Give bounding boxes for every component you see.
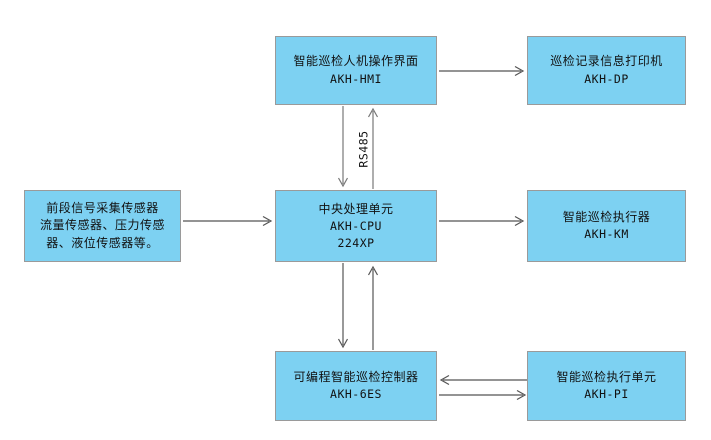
node-cpu[interactable]: 中央处理单元 AKH-CPU 224XP — [275, 190, 437, 262]
connector-cpu-to-km — [437, 212, 529, 230]
node-cpu-title: 中央处理单元 — [318, 201, 394, 216]
connector-6es-to-cpu-up — [364, 262, 382, 352]
connector-pi-to-6es — [437, 372, 529, 388]
node-printer[interactable]: 巡检记录信息打印机 AKH-DP — [527, 36, 686, 105]
node-hmi-title: 智能巡检人机操作界面 — [293, 54, 419, 69]
node-pi-model: AKH-PI — [584, 387, 629, 402]
node-sensor-line-1: 前段信号采集传感器 — [46, 200, 159, 215]
node-cpu-model-2: 224XP — [337, 235, 375, 250]
node-6es-title: 可编程智能巡检控制器 — [293, 369, 419, 384]
node-pi[interactable]: 智能巡检执行单元 AKH-PI — [527, 351, 686, 421]
node-sensor-line-3: 器、液位传感器等。 — [46, 235, 159, 250]
node-6es[interactable]: 可编程智能巡检控制器 AKH-6ES — [275, 351, 437, 421]
node-printer-model: AKH-DP — [584, 71, 629, 86]
node-km-model: AKH-KM — [584, 227, 629, 242]
node-sensor-line-2: 流量传感器、压力传感 — [39, 218, 165, 233]
node-pi-title: 智能巡检执行单元 — [556, 369, 657, 384]
connector-hmi-to-printer — [437, 62, 529, 80]
connector-label-rs485: RS485 — [344, 126, 384, 172]
node-hmi-model: AKH-HMI — [330, 71, 382, 86]
node-cpu-model: AKH-CPU — [330, 219, 382, 234]
rs485-text: RS485 — [357, 130, 371, 168]
node-6es-model: AKH-6ES — [330, 387, 382, 402]
node-printer-title: 巡检记录信息打印机 — [550, 54, 663, 69]
node-sensor[interactable]: 前段信号采集传感器 流量传感器、压力传感 器、液位传感器等。 — [24, 190, 181, 262]
connector-sensor-to-cpu — [181, 212, 277, 230]
node-hmi[interactable]: 智能巡检人机操作界面 AKH-HMI — [275, 36, 437, 105]
connector-6es-to-pi — [437, 387, 529, 403]
node-km[interactable]: 智能巡检执行器 AKH-KM — [527, 190, 686, 262]
node-km-title: 智能巡检执行器 — [562, 209, 651, 224]
connector-cpu-to-6es-down — [334, 262, 352, 352]
